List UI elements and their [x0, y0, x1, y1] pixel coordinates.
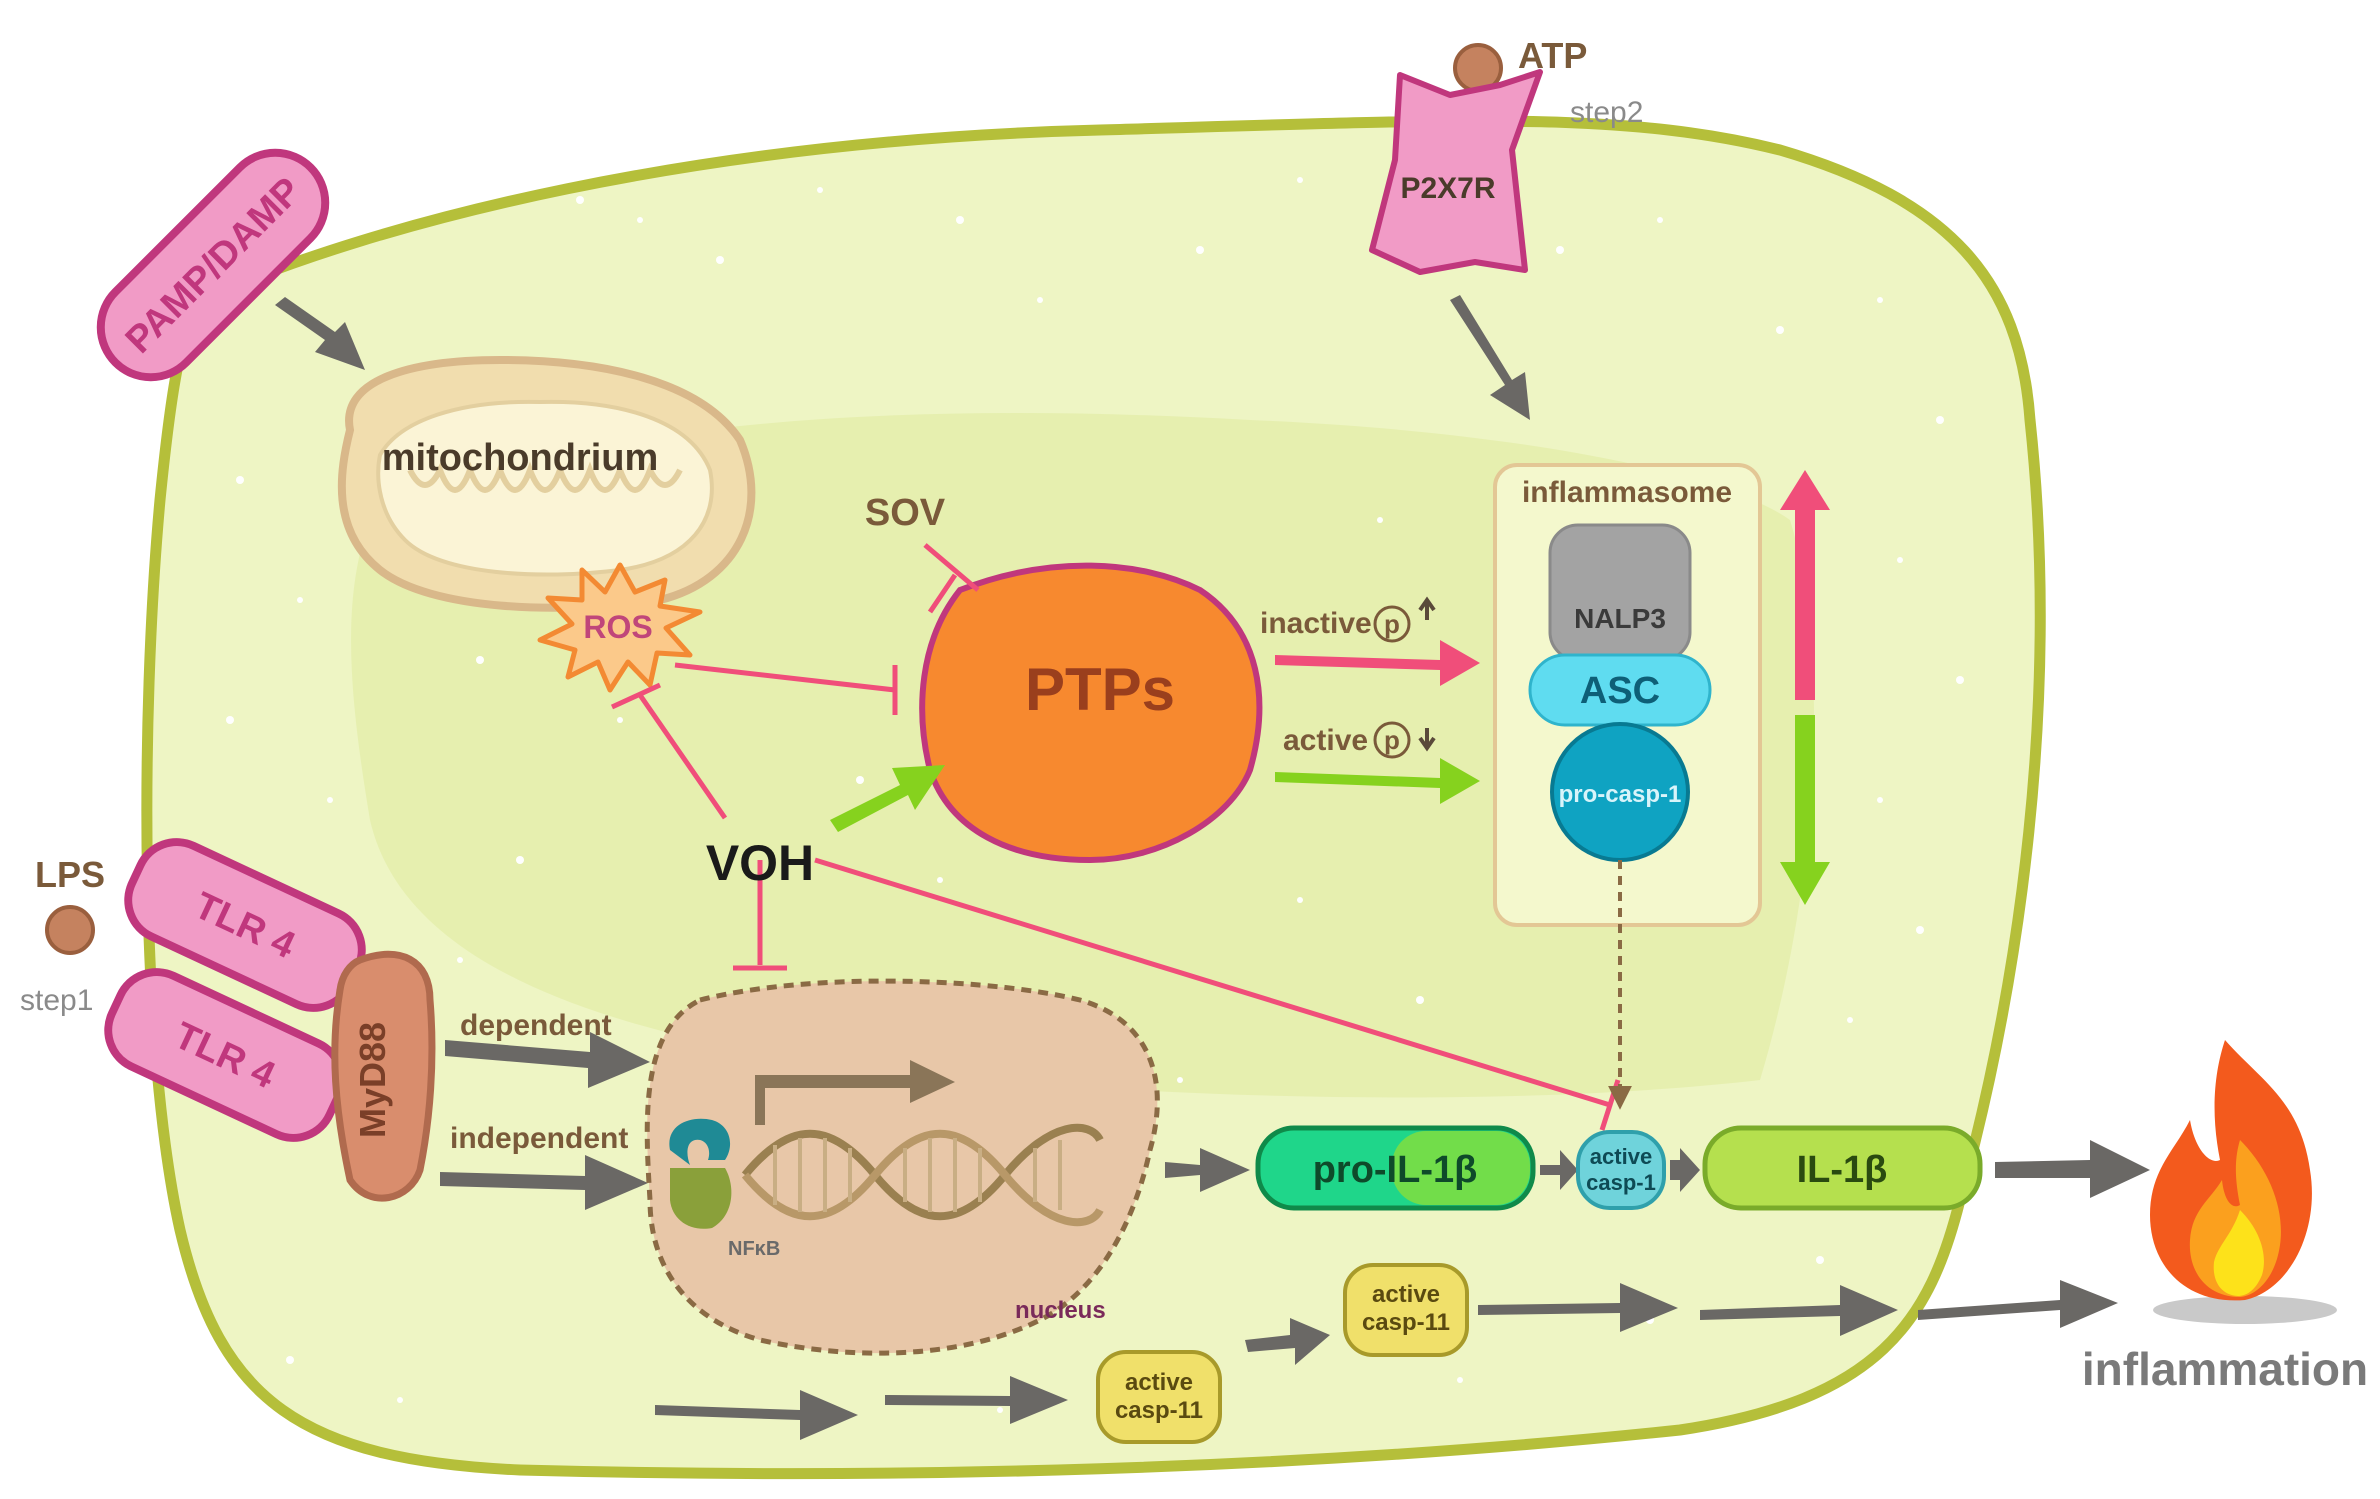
dependent-label: dependent — [460, 1009, 612, 1042]
pro-il1b-to-active-casp1-arrow — [1540, 1150, 1578, 1190]
transcription-arrow — [755, 1060, 955, 1125]
myd88: MyD88 — [331, 950, 436, 1202]
nucleus: nucleus NFκB — [644, 978, 1160, 1356]
il1b-block: IL-1β — [1702, 1125, 1983, 1211]
casp11-arrow-4 — [1478, 1283, 1678, 1332]
ptps-blob: PTPs — [919, 562, 1263, 864]
casp11-arrow-5 — [1700, 1285, 1898, 1336]
active-casp11-b-line2: casp-11 — [1362, 1309, 1450, 1336]
pamp-to-mito-arrow — [275, 297, 365, 370]
casp11-arrow-3 — [1245, 1318, 1330, 1365]
tlr4-lower: TLR 4 — [104, 968, 346, 1142]
p2x7r-to-inflammasome-arrow — [1450, 295, 1530, 420]
active-casp11-block-b: active casp-11 — [1343, 1263, 1469, 1357]
ros-label: ROS — [583, 609, 652, 645]
inactive-arrow — [1275, 640, 1480, 686]
active-casp1-to-il1b-arrow — [1670, 1148, 1700, 1192]
dependent-arrow — [445, 1032, 650, 1088]
nfkb-upper — [669, 1118, 731, 1165]
active-casp11-a-line1: active — [1125, 1369, 1193, 1396]
phospho-p-inactive: p — [1384, 609, 1400, 639]
voh-inhibits-active-casp1 — [814, 857, 1611, 1108]
ros-inhibits-ptps — [674, 662, 896, 693]
nucleus-label: nucleus — [1015, 1297, 1106, 1324]
phospho-circle-inactive — [1373, 605, 1411, 643]
active-casp11-b-line1: active — [1372, 1281, 1440, 1308]
pro-il1b-label: pro-IL-1β — [1313, 1149, 1478, 1191]
nalp3-block — [1548, 523, 1692, 662]
tlr4-upper: TLR 4 — [124, 838, 366, 1012]
phospho-circle-active — [1373, 721, 1411, 759]
active-casp1-line1: active — [1590, 1144, 1652, 1169]
independent-label: independent — [450, 1122, 628, 1155]
active-label: active — [1283, 724, 1368, 757]
casp11-arrow-6 — [1918, 1280, 2118, 1328]
voh-activates-ptps-arrow — [830, 765, 945, 832]
independent-arrow — [440, 1155, 648, 1210]
step2-label: step2 — [1570, 96, 1643, 129]
voh-label: VOH — [706, 835, 814, 891]
asc-label: ASC — [1580, 670, 1660, 712]
p2x7r-receptor — [1369, 69, 1543, 275]
lps-label: LPS — [35, 854, 105, 895]
inhibition-edges — [610, 543, 1621, 1131]
il1b-to-inflammation-arrow — [1995, 1140, 2150, 1198]
casp11-arrow-2 — [885, 1376, 1068, 1424]
dna-strand-a — [741, 1123, 1104, 1221]
sov-label: SOV — [865, 492, 946, 534]
pro-il1b-block: pro-IL-1β — [1255, 1125, 1536, 1211]
sov-inhibits-ptps — [923, 543, 980, 592]
ros-burst: ROS — [537, 562, 703, 693]
pro-casp1-label: pro-casp-1 — [1559, 781, 1682, 808]
myd88-label: MyD88 — [352, 1022, 393, 1138]
il1b-label: IL-1β — [1797, 1149, 1888, 1191]
active-arrow — [1275, 758, 1480, 804]
nfkb-label: NFκB — [728, 1238, 780, 1260]
active-casp1-line2: casp-1 — [1586, 1170, 1656, 1195]
p2x7r-label: P2X7R — [1400, 172, 1495, 205]
inflammasome-complex: inflammasome NALP3 ASC pro-casp-1 — [1493, 463, 1762, 927]
down-arrow-small — [1418, 728, 1436, 752]
inflammation-fire-icon — [2150, 1040, 2337, 1324]
dna-strand-b — [741, 1129, 1104, 1227]
phospho-p-active: p — [1384, 725, 1400, 755]
ptps-label: PTPs — [1025, 656, 1175, 723]
nalp3-label: NALP3 — [1574, 603, 1666, 634]
increase-arrow — [1780, 470, 1830, 700]
active-casp11-block-a: active casp-11 — [1096, 1350, 1222, 1444]
atp-label: ATP — [1518, 35, 1587, 76]
voh-inhibits-ros — [637, 693, 728, 820]
step1-label: step1 — [20, 984, 93, 1017]
inflammation-label: inflammation — [2082, 1343, 2368, 1395]
casp11-arrow-1 — [655, 1390, 858, 1440]
mitochondrium-label: mitochondrium — [382, 437, 659, 479]
inactive-label: inactive — [1260, 607, 1372, 640]
active-casp11-a-line2: casp-11 — [1115, 1397, 1203, 1424]
up-arrow-small — [1418, 596, 1436, 620]
mitochondrium: mitochondrium — [337, 355, 756, 612]
nfkb-lower — [670, 1168, 732, 1229]
active-casp1-block: active casp-1 — [1576, 1130, 1666, 1210]
nucleus-to-pro-il1b-arrow — [1165, 1148, 1250, 1192]
inflammasome-label: inflammasome — [1522, 476, 1732, 509]
decrease-arrow — [1780, 715, 1830, 905]
lps-molecule — [45, 905, 95, 955]
